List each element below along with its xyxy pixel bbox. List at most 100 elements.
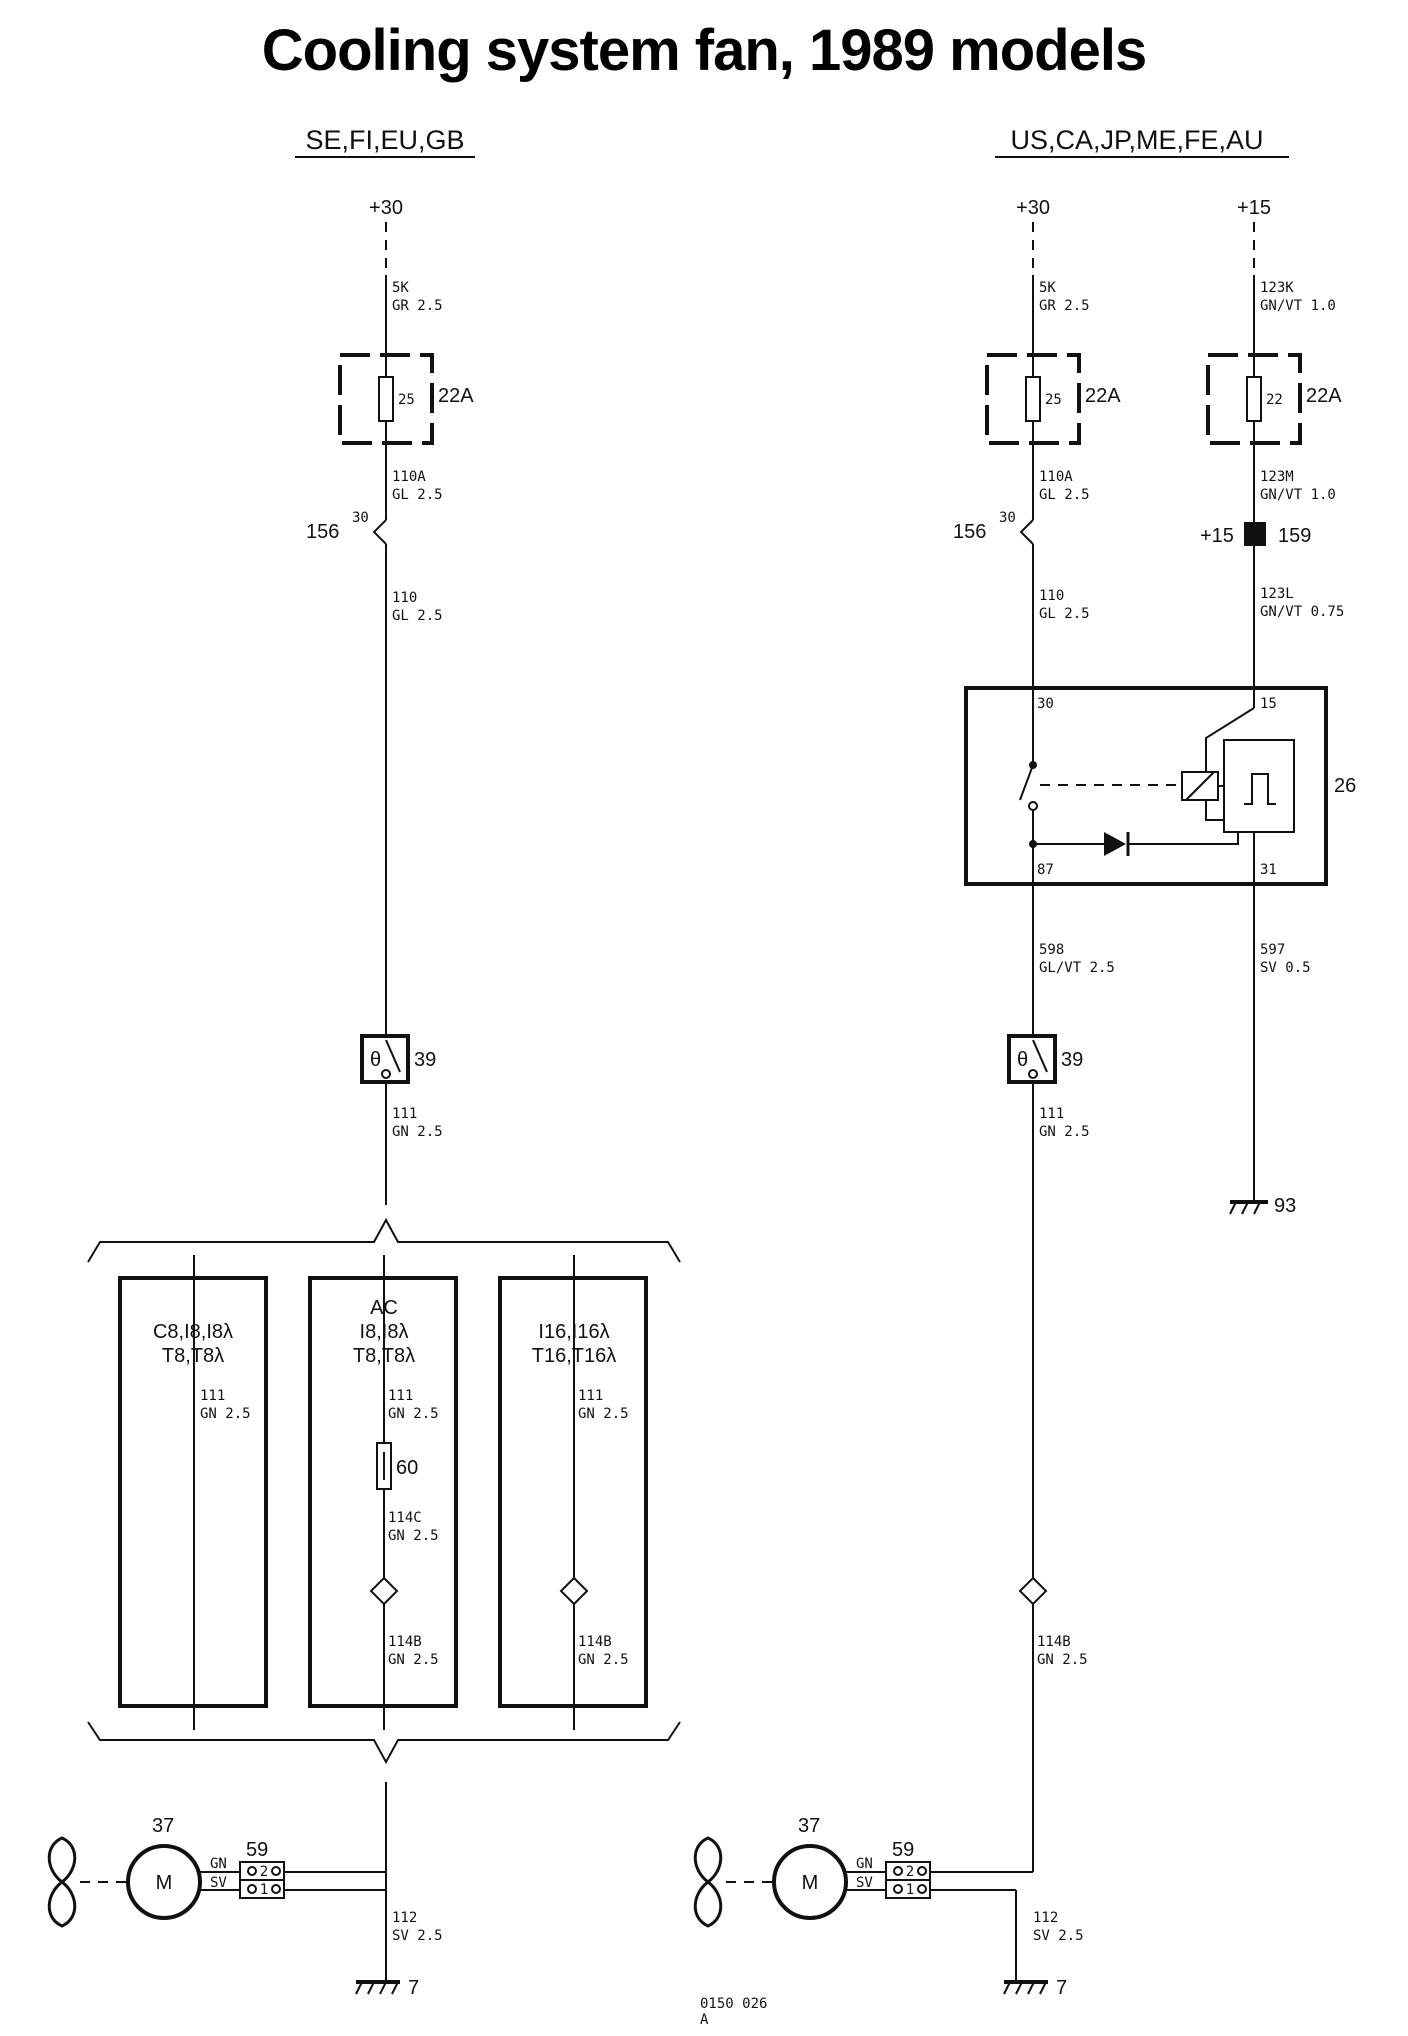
left-conn-pin: 30: [352, 510, 369, 526]
right-relay-contact-icon: [1019, 764, 1034, 801]
left-variant-c-w3num: 114B: [578, 1634, 612, 1650]
right-motor-label: M: [802, 1872, 819, 1894]
right-supply-a-label: +30: [1016, 197, 1050, 219]
right-relay-p87: 87: [1037, 862, 1054, 878]
left-plug-pin2: 2: [260, 1864, 268, 1880]
right-relay-module-icon: [1223, 739, 1295, 833]
left-variant-b-w3spec: GN 2.5: [388, 1652, 439, 1668]
left-thermo-ref: 39: [414, 1049, 436, 1071]
right-relay-26: 30 15 87 31 26: [964, 686, 1356, 886]
left-variant-b-w2num: 114C: [388, 1510, 422, 1526]
right-wa1-spec: GR 2.5: [1039, 298, 1090, 314]
left-variant-b-line0: AC: [370, 1297, 398, 1319]
right-wa4-spec: GL/VT 2.5: [1039, 960, 1115, 976]
right-wa2-spec: GL 2.5: [1039, 487, 1090, 503]
right-splice-label: +15: [1200, 525, 1234, 547]
region-left-heading: SE,FI,EU,GB: [305, 125, 464, 155]
left-variant-a: C8,I8,I8λ T8,T8λ 111 GN 2.5: [118, 1255, 268, 1730]
right-relay-p31: 31: [1260, 862, 1277, 878]
left-fuse-box: 25 22A: [338, 353, 474, 445]
right-wb4-spec: SV 0.5: [1260, 960, 1311, 976]
left-fan-icon: [47, 1836, 77, 1928]
right-ground-icon: [1003, 1980, 1048, 1995]
left-variant-c-wspec: GN 2.5: [578, 1406, 629, 1422]
right-fuse-a-number: 25: [1045, 392, 1062, 408]
left-plug-pin1: 1: [260, 1882, 268, 1898]
right-theta-icon: θ: [1017, 1049, 1028, 1071]
right-connector-156-icon: [1019, 519, 1034, 545]
right-wb2-num: 123M: [1260, 469, 1294, 485]
right-wa3-spec: GL 2.5: [1039, 606, 1090, 622]
right-w7-spec: SV 2.5: [1033, 1928, 1084, 1944]
left-variant-c-line2: T16,T16λ: [532, 1345, 616, 1367]
right-supply-b-label: +15: [1237, 197, 1271, 219]
left-theta-icon: θ: [370, 1049, 381, 1071]
region-right-heading: US,CA,JP,ME,FE,AU: [1010, 125, 1263, 155]
left-variant-a-line2: T8,T8λ: [162, 1345, 224, 1367]
right-fuse-b-icon: [1246, 376, 1262, 422]
right-ground-93-icon: [1229, 1200, 1268, 1215]
right-plug-59: 2 1 59: [885, 1839, 931, 1899]
right-plug-gn: GN: [856, 1856, 873, 1872]
left-thermo-switch: θ 39: [360, 1034, 436, 1084]
right-wa6-spec: GN 2.5: [1037, 1652, 1088, 1668]
left-motor-label: M: [156, 1872, 173, 1894]
right-thermo-switch: θ 39: [1007, 1034, 1083, 1084]
right-fuse-a-icon: [1025, 376, 1041, 422]
left-variant-c: I16,I16λ T16,T16λ 111 GN 2.5 114B GN 2.5: [498, 1255, 648, 1730]
right-plug-pin2: 2: [906, 1864, 914, 1880]
right-ground-b-ref: 93: [1274, 1195, 1296, 1217]
right-plug-sv: SV: [856, 1875, 873, 1891]
left-variant-b: AC I8,I8λ T8,T8λ 111 GN 2.5 60 114C GN 2…: [308, 1255, 458, 1730]
right-ground-ref: 7: [1056, 1977, 1067, 1999]
left-variant-b-wnum: 111: [388, 1388, 413, 1404]
right-conn-pin: 30: [999, 510, 1016, 526]
left-w2-spec: GL 2.5: [392, 487, 443, 503]
page-title: Cooling system fan, 1989 models: [262, 18, 1146, 83]
right-wa6-num: 114B: [1037, 1634, 1071, 1650]
right-wa5-spec: GN 2.5: [1039, 1124, 1090, 1140]
right-wa1-num: 5K: [1039, 280, 1056, 296]
left-variant-c-w3spec: GN 2.5: [578, 1652, 629, 1668]
right-plug-pin1: 1: [906, 1882, 914, 1898]
left-w4-spec: GN 2.5: [392, 1124, 443, 1140]
right-w7-num: 112: [1033, 1910, 1058, 1926]
right-motor-ref: 37: [798, 1815, 820, 1837]
left-plug-ref: 59: [246, 1839, 268, 1861]
right-fuse-b-ref: 22A: [1306, 385, 1342, 407]
left-variant-a-line1: C8,I8,I8λ: [153, 1321, 233, 1343]
left-variant-a-wspec: GN 2.5: [200, 1406, 251, 1422]
right-splice-159-icon: [1244, 522, 1266, 546]
left-variant-b-w3num: 114B: [388, 1634, 422, 1650]
right-relay-p30: 30: [1037, 696, 1054, 712]
right-motor-icon: [772, 1844, 848, 1920]
right-wb4-num: 597: [1260, 942, 1285, 958]
left-variant-b-w2spec: GN 2.5: [388, 1528, 439, 1544]
left-circuit: +30 5K GR 2.5 25 22A 110A GL 2.5 30 156 …: [47, 197, 681, 1999]
left-supply-label: +30: [369, 197, 403, 219]
right-fan-icon: [693, 1836, 723, 1928]
right-conn-ref: 156: [953, 521, 986, 543]
left-variant-c-diode-icon: [559, 1576, 589, 1606]
right-splice-ref: 159: [1278, 525, 1311, 547]
left-variant-c-wnum: 111: [578, 1388, 603, 1404]
left-fuse-ref: 22A: [438, 385, 474, 407]
left-variant-b-fuse-ref: 60: [396, 1457, 418, 1479]
right-fuse-b-number: 22: [1266, 392, 1283, 408]
right-wa5-num: 111: [1039, 1106, 1064, 1122]
left-w5-num: 112: [392, 1910, 417, 1926]
right-fuse-a-box: 25 22A: [985, 353, 1121, 445]
left-variant-b-line1: I8,I8λ: [360, 1321, 409, 1343]
left-w4-num: 111: [392, 1106, 417, 1122]
right-wb3-num: 123L: [1260, 586, 1294, 602]
footer-rev: A: [700, 2012, 709, 2028]
right-relay-ref: 26: [1334, 775, 1356, 797]
left-w5-spec: SV 2.5: [392, 1928, 443, 1944]
left-variant-brace-bottom: [87, 1721, 681, 1765]
right-wb1-spec: GN/VT 1.0: [1260, 298, 1336, 314]
left-plug-59: 2 1 59: [239, 1839, 285, 1899]
right-wa3-num: 110: [1039, 588, 1064, 604]
left-fuse-number: 25: [398, 392, 415, 408]
left-motor-icon: [126, 1844, 202, 1920]
